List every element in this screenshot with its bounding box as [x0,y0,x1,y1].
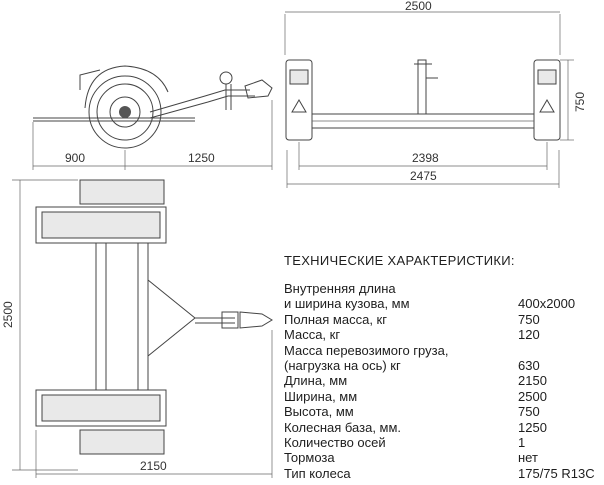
spec-label: Масса, кг [284,327,341,343]
specs-list: Внутренняя длина и ширина кузова, мм 400x… [284,281,600,481]
spec-label: Ширина, мм [284,388,358,404]
warning-triangle-icon [291,99,307,113]
dim-side-front: 900 [65,151,85,165]
spec-value: 750 [518,404,540,420]
dim-front-height: 750 [573,92,587,112]
spec-label: Внутренняя длина [284,281,396,296]
spec-value: 120 [518,327,540,343]
spec-row: Ширина, мм 2500 [284,389,600,404]
dim-side-rear: 1250 [188,151,215,165]
spec-label: (нагрузка на ось) кг [284,358,401,374]
spec-label: Высота, мм [284,404,354,420]
dim-front-width: 2500 [405,0,432,13]
spec-value [518,343,600,358]
spec-value: 2500 [518,388,547,404]
spec-row: Масса перевозимого груза, [284,343,600,358]
spec-value: 400x2000 [518,296,576,312]
spec-value: 2150 [518,373,547,389]
top-view: 2500 2150 [1,179,273,478]
dim-front-inner: 2398 [412,151,439,165]
dim-top-width: 2500 [1,301,15,328]
specs-block: ТЕХНИЧЕСКИЕ ХАРАКТЕРИСТИКИ: Внутренняя д… [284,253,600,481]
spec-row: Полная масса, кг 750 [284,312,600,327]
front-view: 2500 750 2398 2475 [284,0,587,188]
spec-label: Тип колеса [284,465,351,481]
side-view: 900 1250 [32,65,273,170]
spec-label: Масса перевозимого груза, [284,342,449,358]
spec-value: 1250 [518,419,547,435]
spec-row: (нагрузка на ось) кг 630 [284,358,600,373]
spec-row: Масса, кг 120 [284,327,600,342]
spec-label: Полная масса, кг [284,311,387,327]
spec-value [518,281,600,296]
spec-row: Тормоза нет [284,450,600,465]
spec-value: 750 [518,311,540,327]
warning-triangle-icon [539,99,555,113]
spec-value: нет [518,450,538,466]
spec-row: Длина, мм 2150 [284,373,600,388]
spec-row: и ширина кузова, мм 400x2000 [284,296,600,311]
spec-value: 1 [518,435,526,451]
wheel-icon [88,75,162,149]
spec-row: Количество осей 1 [284,435,600,450]
specs-title: ТЕХНИЧЕСКИЕ ХАРАКТЕРИСТИКИ: [284,253,515,268]
spec-row: Внутренняя длина [284,281,600,296]
dim-top-length: 2150 [140,459,167,473]
spec-value: 630 [518,358,540,374]
spec-row: Высота, мм 750 [284,404,600,419]
spec-label: и ширина кузова, мм [284,296,410,312]
spec-label: Тормоза [284,450,335,466]
spec-row: Тип колеса 175/75 R13C [284,466,600,481]
spec-label: Количество осей [284,435,386,451]
dim-front-outer: 2475 [410,169,437,183]
spec-label: Колесная база, мм. [284,419,402,435]
spec-label: Длина, мм [284,373,348,389]
spec-row: Колесная база, мм. 1250 [284,420,600,435]
spec-value: 175/75 R13C [518,465,595,481]
